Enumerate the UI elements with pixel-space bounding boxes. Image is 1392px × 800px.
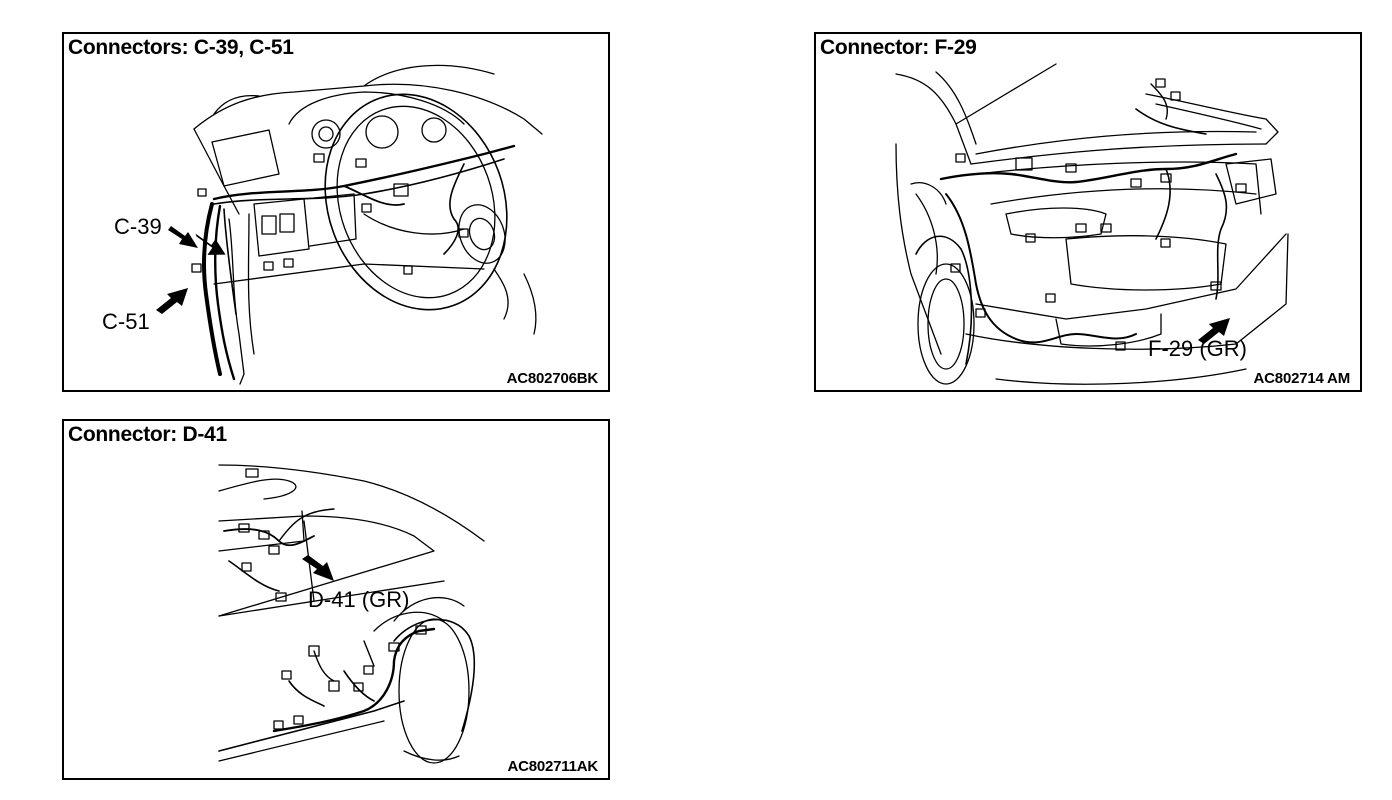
arrow-f29-icon [1198, 318, 1230, 344]
diagram-panel-side: Connector: D-41 [62, 419, 610, 780]
label-d41: D-41 (GR) [308, 587, 409, 612]
panel-title: Connector: D-41 [68, 423, 227, 446]
figure-code: AC802711AK [507, 758, 598, 775]
label-layer: F-29 (GR) [1148, 336, 1247, 361]
arrow-c39-icon [168, 226, 198, 248]
label-layer: C-39 C-51 [102, 214, 162, 334]
diagram-panel-rear: Connector: F-29 [814, 32, 1362, 392]
dashboard-illustration [191, 64, 543, 385]
label-layer: D-41 (GR) [308, 587, 409, 612]
figure-code: AC802714 AM [1253, 370, 1351, 387]
label-c39: C-39 [114, 214, 162, 239]
side-car-illustration [218, 464, 485, 764]
arrow-c51-icon [156, 288, 188, 314]
figure-code: AC802706BK [506, 370, 599, 387]
rear-car-illustration [895, 63, 1289, 385]
arrow-d41-icon [302, 555, 334, 581]
diagram-panel-dashboard: Connectors: C-39, C-51 [62, 32, 610, 392]
label-f29: F-29 (GR) [1148, 336, 1247, 361]
panel-title: Connectors: C-39, C-51 [68, 36, 294, 59]
panel-title: Connector: F-29 [820, 36, 977, 59]
label-c51: C-51 [102, 309, 150, 334]
